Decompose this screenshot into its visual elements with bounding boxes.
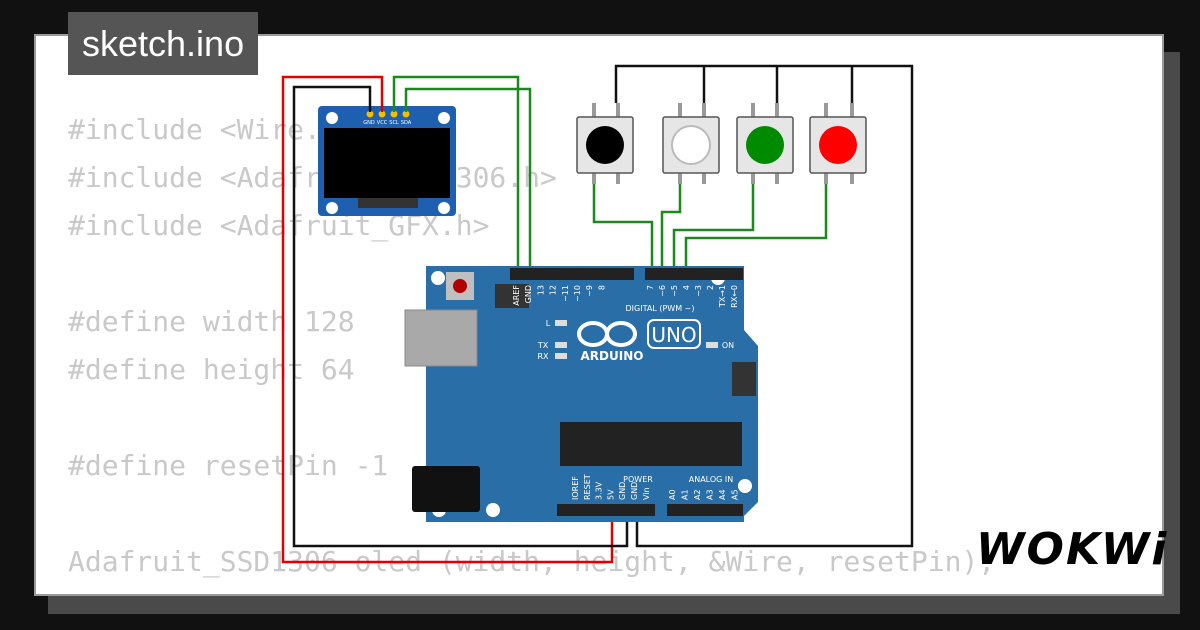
pin-label: A5 bbox=[731, 489, 740, 500]
pin-label: AREF bbox=[512, 285, 521, 306]
pin-label: ~5 bbox=[670, 285, 679, 297]
pin-label: TX→1 bbox=[718, 285, 727, 308]
pin-label: 2 bbox=[706, 285, 715, 290]
code-line: #define height 64 bbox=[68, 353, 355, 386]
usb-port bbox=[404, 309, 478, 367]
digital-label: DIGITAL (PWM ~) bbox=[626, 304, 695, 313]
pin-label: 12 bbox=[549, 285, 558, 295]
pin-label: 8 bbox=[597, 285, 606, 290]
pin-label: RX←0 bbox=[730, 285, 739, 308]
led-tx-label: TX bbox=[537, 341, 549, 350]
pin-label: ~10 bbox=[573, 285, 582, 302]
pin-label: Vin bbox=[642, 487, 651, 500]
pin-label: RESET bbox=[583, 474, 592, 500]
pin-label: ~3 bbox=[694, 285, 703, 297]
pushbutton-green[interactable] bbox=[736, 103, 794, 184]
pin-label: ~11 bbox=[561, 285, 570, 302]
pin-label: GND bbox=[630, 482, 639, 500]
code-line: #define resetPin -1 bbox=[68, 449, 389, 482]
wires bbox=[281, 64, 914, 564]
code-line: #define width 128 bbox=[68, 305, 355, 338]
arduino-brand: ARDUINO bbox=[581, 349, 644, 363]
oled-pin-label: VCC bbox=[377, 120, 388, 126]
arduino-uno-board[interactable]: ARDUINO UNO DIGITAL (PWM ~) L TX RX ON P… bbox=[404, 266, 758, 522]
power-jack bbox=[412, 466, 480, 512]
led-rx-label: RX bbox=[537, 352, 549, 361]
code-line: Adafruit_SSD1306 oled (width, height, &W… bbox=[68, 545, 996, 578]
sketch-title[interactable]: sketch.ino bbox=[68, 12, 259, 75]
pushbutton-black[interactable] bbox=[576, 103, 634, 184]
pin-label: ~9 bbox=[585, 285, 594, 297]
atmega-chip bbox=[560, 422, 742, 466]
pin-label: A4 bbox=[718, 489, 727, 500]
pin-label: IOREF bbox=[571, 476, 580, 500]
pin-label: GND bbox=[618, 482, 627, 500]
oled-display[interactable]: GND VCC SCL SDA bbox=[318, 106, 456, 216]
pin-label: A3 bbox=[706, 489, 715, 500]
icsp-header bbox=[495, 284, 529, 308]
oled-pin-label: SDA bbox=[401, 120, 412, 126]
pushbutton-white[interactable] bbox=[662, 103, 720, 184]
pin-label: ~6 bbox=[658, 285, 667, 297]
pin-label: A1 bbox=[681, 489, 690, 500]
pin-label: 3.3V bbox=[595, 481, 604, 500]
oled-pins bbox=[366, 110, 410, 118]
wokwi-logo: WOKWi bbox=[976, 524, 1169, 575]
pin-label: 4 bbox=[682, 285, 691, 290]
pin-label: A0 bbox=[668, 489, 677, 500]
pushbutton-red[interactable] bbox=[809, 103, 867, 184]
arduino-model: UNO bbox=[651, 323, 696, 347]
oled-pin-label: SCL bbox=[389, 120, 399, 126]
pin-label: A2 bbox=[693, 489, 702, 500]
pin-label: 7 bbox=[646, 285, 655, 290]
power-label: POWER bbox=[623, 475, 653, 484]
led-on-label: ON bbox=[722, 341, 734, 350]
led-l-label: L bbox=[546, 319, 551, 328]
pin-label: 5V bbox=[606, 489, 615, 500]
analog-label: ANALOG IN bbox=[689, 475, 734, 484]
pin-label: 13 bbox=[536, 285, 545, 295]
pin-label: GND bbox=[524, 285, 533, 303]
oled-pin-label: GND bbox=[363, 120, 375, 126]
